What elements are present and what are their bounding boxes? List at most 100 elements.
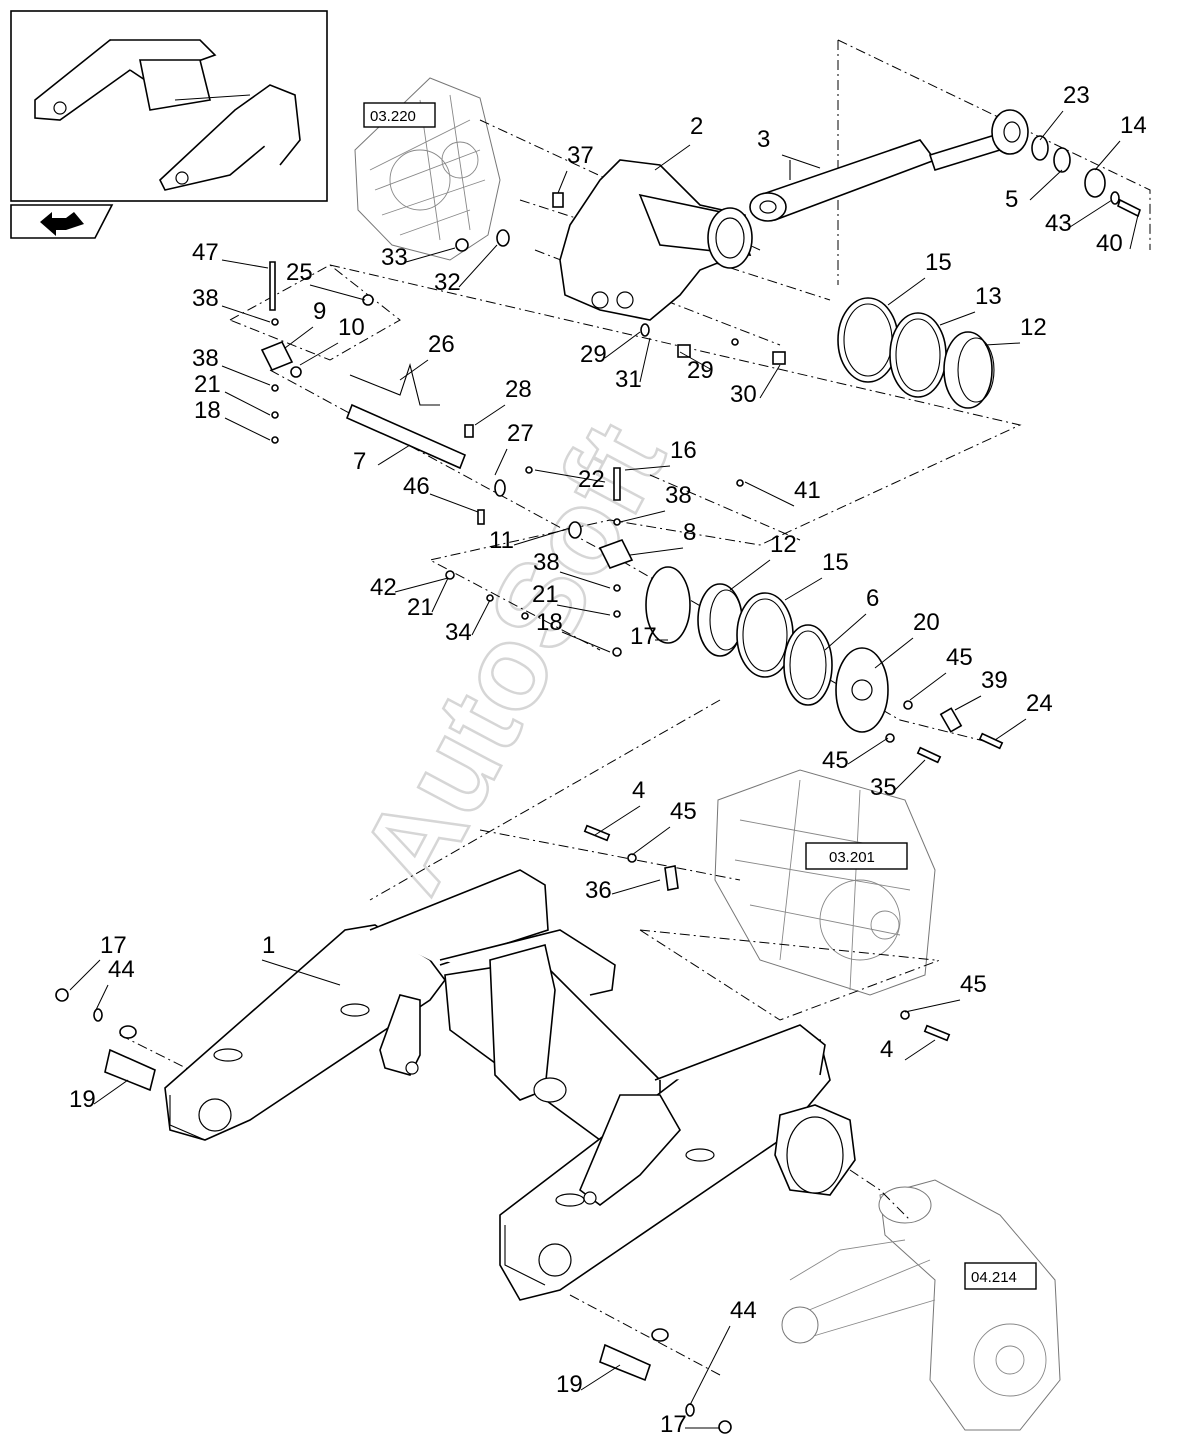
callout-4[interactable]: 4 [880, 1036, 936, 1063]
callout-10[interactable]: 10 [299, 314, 365, 366]
part-9-bushing[interactable] [260, 340, 294, 372]
part-29-fitting[interactable] [677, 344, 691, 358]
callout-27[interactable]: 27 [494, 420, 534, 476]
part-32-bushing[interactable] [496, 229, 510, 247]
callout-6[interactable]: 6 [824, 585, 879, 651]
part-16-bolt[interactable] [613, 467, 621, 501]
callout-11[interactable]: 11 [489, 527, 571, 554]
reference-box-03-220[interactable]: 03.220 [363, 102, 436, 128]
part-46-screw[interactable] [477, 509, 485, 525]
reference-box-03-201[interactable]: 03.201 [805, 842, 908, 870]
callout-45[interactable]: 45 [909, 644, 973, 701]
part-13-ring[interactable] [889, 312, 947, 398]
callout-18[interactable]: 18 [536, 609, 611, 653]
callout-13[interactable]: 13 [939, 283, 1002, 326]
part-7-shaft[interactable] [345, 403, 467, 470]
callout-46[interactable]: 46 [403, 473, 479, 513]
part-20-cover-plate[interactable] [835, 647, 889, 733]
callout-44[interactable]: 44 [94, 956, 135, 1013]
callout-30[interactable]: 30 [730, 364, 781, 408]
callout-16[interactable]: 16 [624, 437, 697, 471]
callout-9[interactable]: 9 [284, 298, 326, 349]
callout-40[interactable]: 40 [1096, 214, 1139, 257]
callout-45[interactable]: 45 [631, 798, 697, 856]
next-page-arrow-icon[interactable] [10, 204, 114, 239]
callout-5[interactable]: 5 [1005, 169, 1063, 213]
part-30-plug[interactable] [772, 351, 786, 365]
callout-8[interactable]: 8 [629, 519, 696, 556]
part-36-bracket[interactable] [664, 865, 679, 891]
overview-thumbnail-panel[interactable] [10, 10, 328, 202]
callout-4[interactable]: 4 [594, 777, 645, 836]
callout-2[interactable]: 2 [654, 113, 703, 171]
part-12-bushing-lower[interactable] [697, 583, 743, 657]
callout-33[interactable]: 33 [381, 244, 456, 271]
callout-19[interactable]: 19 [69, 1079, 129, 1113]
callout-24[interactable]: 24 [994, 690, 1053, 741]
part-44-washer-right[interactable] [685, 1403, 695, 1417]
part-23-circlip[interactable] [1031, 135, 1049, 161]
callout-38[interactable]: 38 [192, 345, 271, 386]
part-43-washer[interactable] [1110, 191, 1120, 205]
callout-20[interactable]: 20 [874, 609, 940, 669]
part-40-bolt[interactable] [1117, 198, 1141, 218]
part-4-bolt-lower[interactable] [923, 1024, 951, 1042]
part-26-sensor[interactable] [349, 363, 440, 406]
callout-3[interactable]: 3 [757, 126, 821, 169]
part-47-bolt[interactable] [269, 261, 276, 311]
callout-32[interactable]: 32 [434, 244, 498, 296]
callout-1[interactable]: 1 [261, 932, 341, 986]
part-37-plug[interactable] [552, 192, 564, 208]
callout-43[interactable]: 43 [1045, 199, 1113, 237]
part-17-seal-ring-middle[interactable] [645, 566, 691, 644]
part-27-clip[interactable] [494, 479, 506, 497]
part-4-bolt-upper[interactable] [583, 824, 611, 842]
callout-37[interactable]: 37 [557, 142, 594, 194]
callout-38[interactable]: 38 [619, 482, 692, 523]
callout-25[interactable]: 25 [286, 259, 366, 301]
callout-17[interactable]: 17 [660, 1411, 720, 1438]
callout-19[interactable]: 19 [556, 1364, 621, 1398]
part-11-circlip[interactable] [568, 521, 582, 539]
callout-38[interactable]: 38 [533, 549, 611, 589]
callout-21[interactable]: 21 [532, 581, 611, 616]
part-39-bushing[interactable] [939, 707, 963, 733]
callout-26[interactable]: 26 [399, 331, 455, 381]
callout-21[interactable]: 21 [407, 577, 449, 621]
part-2-pivot-housing[interactable] [559, 159, 753, 321]
callout-12[interactable]: 12 [729, 531, 797, 591]
callout-15[interactable]: 15 [784, 549, 849, 601]
callout-29[interactable]: 29 [679, 351, 714, 384]
part-14-washer[interactable] [1084, 168, 1106, 198]
callout-17[interactable]: 17 [630, 623, 668, 650]
callout-14[interactable]: 14 [1094, 112, 1147, 171]
callout-15[interactable]: 15 [887, 249, 952, 306]
callout-18[interactable]: 18 [194, 397, 271, 441]
part-8-bushing[interactable] [598, 539, 634, 569]
part-5-ring[interactable] [1053, 147, 1071, 173]
part-15-seal-ring-lower[interactable] [736, 592, 794, 678]
callout-34[interactable]: 34 [445, 599, 491, 646]
callout-7[interactable]: 7 [353, 444, 411, 475]
part-15-seal-ring-upper[interactable] [837, 297, 899, 383]
part-33-nut[interactable] [455, 238, 469, 252]
part-19-pin-right[interactable] [599, 1328, 669, 1382]
callout-31[interactable]: 31 [615, 337, 651, 393]
part-24-bolt[interactable] [978, 732, 1004, 750]
callout-17[interactable]: 17 [69, 932, 127, 991]
callout-28[interactable]: 28 [474, 376, 532, 426]
callout-23[interactable]: 23 [1039, 82, 1090, 141]
callout-42[interactable]: 42 [370, 574, 449, 601]
part-19-pin-left[interactable] [104, 1025, 156, 1092]
callout-35[interactable]: 35 [870, 759, 926, 801]
part-35-bolt[interactable] [916, 746, 942, 764]
reference-box-04-214[interactable]: 04.214 [964, 1262, 1037, 1290]
callout-29[interactable]: 29 [580, 331, 641, 368]
callout-21[interactable]: 21 [194, 371, 271, 416]
callout-39[interactable]: 39 [954, 667, 1008, 711]
part-3-hydraulic-cylinder[interactable] [749, 109, 1029, 222]
callout-41[interactable]: 41 [744, 477, 821, 507]
callout-45[interactable]: 45 [822, 737, 889, 774]
part-44-washer-left[interactable] [93, 1008, 103, 1022]
part-12-bushing-upper[interactable] [943, 331, 995, 409]
